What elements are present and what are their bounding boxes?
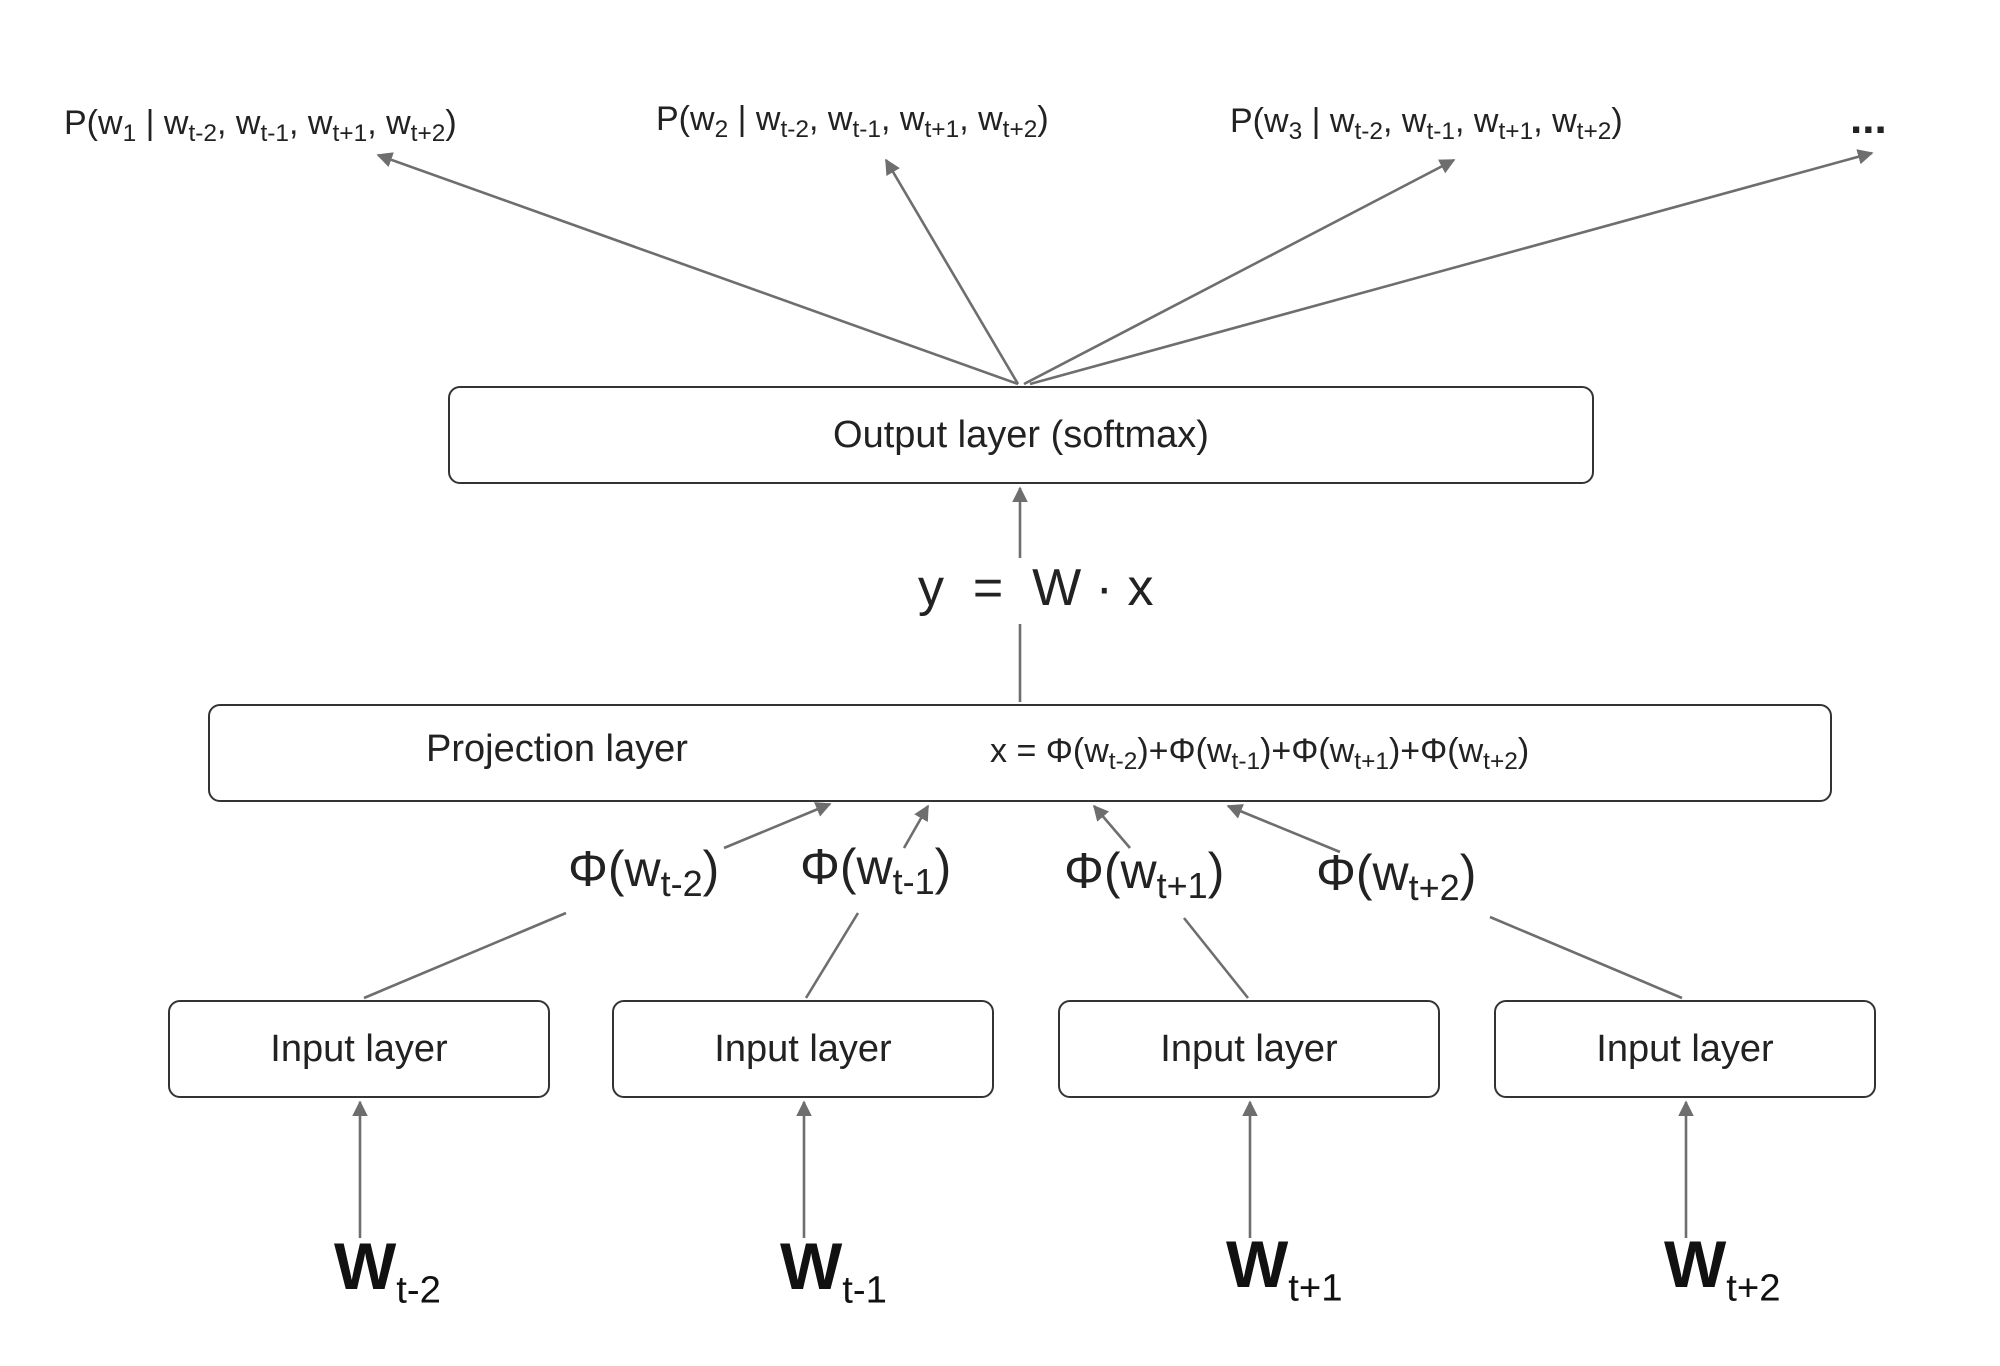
- embedding-sub: t+1: [1156, 865, 1208, 907]
- output-probability-1: P(w1 | wt-2, wt-1, wt+1, wt+2): [64, 104, 457, 147]
- embedding-fn: Φ(w: [1064, 843, 1157, 899]
- embedding-label-3: Φ(wt+1): [1064, 842, 1225, 904]
- context-sub: t+1: [924, 115, 960, 143]
- output-target: 3: [1288, 117, 1303, 145]
- input-layer-label: Input layer: [1596, 1027, 1774, 1070]
- output-prefix: P(w: [656, 100, 715, 138]
- formula-close: ): [1388, 732, 1401, 770]
- input-word-1: Wt-2: [334, 1228, 441, 1309]
- word-sub: t-2: [396, 1268, 441, 1312]
- arrow-embedding-3-to-projection: [1092, 804, 1131, 849]
- input-layer-label: Input layer: [270, 1027, 448, 1070]
- embedding-close: ): [702, 841, 720, 897]
- word-sub: t-1: [842, 1268, 887, 1312]
- embedding-close: ): [934, 839, 952, 895]
- arrow-embedding-2-to-projection: [902, 804, 930, 849]
- output-prefix: P(w: [64, 104, 123, 142]
- context-sub: t-2: [188, 119, 218, 147]
- input-layer-box-1: Input layer: [168, 1000, 550, 1098]
- context-sub: t+1: [1498, 117, 1534, 145]
- embedding-fn: Φ(w: [1316, 845, 1409, 901]
- projection-equation: y = W · x: [918, 559, 1154, 617]
- arrow-to-output-2: [884, 158, 1020, 385]
- embedding-sub: t+2: [1408, 867, 1460, 909]
- formula-term: +Φ(w: [1148, 732, 1232, 770]
- input-word-4: Wt+2: [1664, 1226, 1781, 1307]
- formula-close: ): [1517, 732, 1530, 770]
- embedding-sub: t-1: [892, 861, 935, 903]
- embedding-close: ): [1207, 843, 1225, 899]
- output-probability-2: P(w2 | wt-2, wt-1, wt+1, wt+2): [656, 100, 1049, 143]
- embedding-label-2: Φ(wt-1): [800, 838, 952, 900]
- projection-formula: x = Φ(wt-2)+Φ(wt-1)+Φ(wt+1)+Φ(wt+2): [990, 732, 1530, 774]
- arrow-to-output-3: [1023, 158, 1456, 386]
- output-separator: | w: [728, 100, 781, 138]
- output-probability-3: P(w3 | wt-2, wt-1, wt+1, wt+2): [1230, 102, 1623, 145]
- context-sub: t-1: [852, 115, 882, 143]
- embedding-fn: Φ(w: [800, 839, 893, 895]
- word-base: W: [780, 1229, 843, 1303]
- embedding-label-1: Φ(wt-2): [568, 840, 720, 902]
- input-layer-label: Input layer: [1160, 1027, 1338, 1070]
- context-sub: t-2: [780, 115, 810, 143]
- line-input-2-to-embedding: [804, 912, 860, 999]
- embedding-close: ): [1459, 845, 1477, 901]
- context-sub: t+2: [1002, 115, 1038, 143]
- input-word-2: Wt-1: [780, 1228, 887, 1309]
- context-sub: t+2: [410, 119, 446, 147]
- formula-prefix: x =: [990, 732, 1046, 770]
- formula-close: ): [1137, 732, 1149, 770]
- output-separator: | w: [136, 104, 189, 142]
- output-separator: | w: [1302, 102, 1355, 140]
- formula-sub: t-2: [1108, 747, 1138, 775]
- input-layer-box-3: Input layer: [1058, 1000, 1440, 1098]
- input-word-3: Wt+1: [1226, 1226, 1343, 1307]
- line-input-3-to-embedding: [1182, 917, 1250, 999]
- output-layer-box: Output layer (softmax): [448, 386, 1594, 484]
- input-layer-box-2: Input layer: [612, 1000, 994, 1098]
- embedding-fn: Φ(w: [568, 841, 661, 897]
- context-sub: t-1: [260, 119, 290, 147]
- line-input-1-to-embedding: [363, 911, 567, 1000]
- input-layer-label: Input layer: [714, 1027, 892, 1070]
- formula-close: ): [1260, 732, 1272, 770]
- projection-layer-label: Projection layer: [426, 728, 688, 770]
- formula-term: +Φ(w: [1400, 732, 1484, 770]
- arrow-to-output-more: [1029, 149, 1874, 386]
- output-prefix: P(w: [1230, 102, 1289, 140]
- formula-sub: t-1: [1231, 747, 1261, 775]
- formula-sub: t+1: [1354, 747, 1389, 775]
- projection-layer-box: Projection layer x = Φ(wt-2)+Φ(wt-1)+Φ(w…: [208, 704, 1832, 802]
- formula-sub: t+2: [1483, 747, 1518, 775]
- formula-term: +Φ(w: [1271, 732, 1355, 770]
- word-sub: t+2: [1726, 1266, 1781, 1310]
- context-sub: t-1: [1426, 117, 1456, 145]
- output-target: 1: [122, 119, 137, 147]
- word-base: W: [1664, 1227, 1727, 1301]
- input-layer-box-4: Input layer: [1494, 1000, 1876, 1098]
- arrow-to-output-1: [376, 152, 1019, 386]
- context-sub: t+1: [332, 119, 368, 147]
- output-layer-label: Output layer (softmax): [833, 413, 1209, 456]
- word-sub: t+1: [1288, 1266, 1343, 1310]
- word-base: W: [334, 1229, 397, 1303]
- line-input-4-to-embedding: [1489, 915, 1683, 1000]
- arrow-embedding-1-to-projection: [723, 802, 832, 850]
- formula-term: Φ(w: [1045, 732, 1109, 770]
- output-more-ellipsis: ...: [1850, 94, 1887, 143]
- context-sub: t+2: [1576, 117, 1612, 145]
- arrow-embedding-4-to-projection: [1226, 804, 1341, 854]
- context-sub: t-2: [1354, 117, 1384, 145]
- embedding-label-4: Φ(wt+2): [1316, 844, 1477, 906]
- embedding-sub: t-2: [660, 863, 703, 905]
- output-target: 2: [714, 115, 729, 143]
- word-base: W: [1226, 1227, 1289, 1301]
